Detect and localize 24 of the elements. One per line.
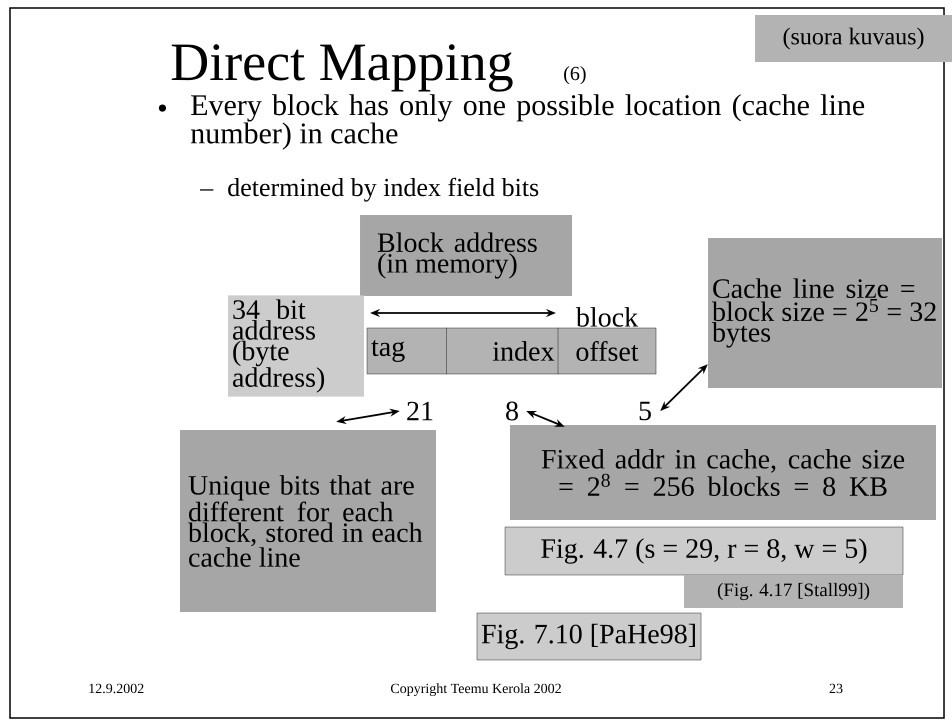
bullet: • bbox=[158, 104, 166, 112]
dash: – bbox=[200, 189, 214, 191]
footer-text: Copyright Teemu Kerola 2002 bbox=[390, 683, 561, 696]
note-box: (suora kuvaus) bbox=[755, 15, 952, 62]
bit-count: 5 bbox=[640, 402, 651, 420]
address-field-cell: offset bbox=[558, 328, 656, 374]
title: Direct Mapping bbox=[172, 44, 513, 92]
bit-count: 21 bbox=[407, 402, 432, 420]
label-box: 34 bit address (byte address) bbox=[228, 295, 364, 397]
address-field-cell: index bbox=[446, 328, 559, 374]
label-box: Block address (in memory) bbox=[360, 215, 572, 296]
bit-count: 8 bbox=[506, 402, 518, 420]
section-number: (6) bbox=[564, 66, 586, 84]
reference-box: (Fig. 4.17 [Stall99]) bbox=[684, 575, 903, 608]
reference-box: Fig. 4.7 (s = 29, r = 8, w = 5) bbox=[504, 526, 904, 576]
info-box: Unique bits that are different for each block, stored in each cache line bbox=[180, 430, 436, 612]
reference-box: Fig. 7.10 [PaHe98] bbox=[476, 612, 702, 660]
page-number: 23 bbox=[830, 684, 842, 694]
address-field-cell: tag bbox=[366, 328, 448, 374]
bullet-text: Every block has only one possible location (cache line number) in cache bbox=[190, 94, 864, 150]
info-box: Fixed addr in cache, cache size = 2$^{8}$ = 256 blocks = 8 KB bbox=[510, 425, 936, 520]
info-box: Cache line size = block size = 2$^{5}$ = 32 bytes bbox=[708, 238, 942, 388]
field-heading: block bbox=[576, 307, 638, 327]
date: 12.9.2002 bbox=[89, 684, 144, 694]
